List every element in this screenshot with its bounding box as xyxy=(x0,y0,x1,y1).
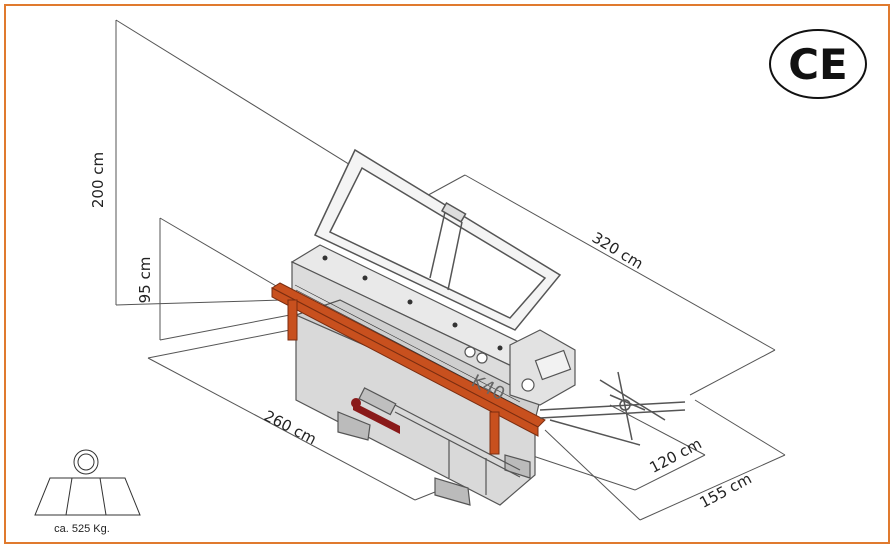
feed-chain xyxy=(294,284,521,408)
edgebander-machine: K40 xyxy=(270,148,686,506)
ce-oval xyxy=(769,29,867,99)
dimension-label-height-table: 95 cm xyxy=(136,257,154,304)
weight-indicator: ca. 525 Kg. xyxy=(18,442,152,540)
orange-feed-beam xyxy=(270,282,546,455)
dimension-label-depth-total: 155 cm xyxy=(697,469,755,511)
control-knobs xyxy=(322,255,503,351)
dimension-label-length-total: 320 cm xyxy=(589,229,646,273)
support-arm xyxy=(539,371,686,446)
dimension-label-length-machine: 260 cm xyxy=(261,407,319,449)
dimension-label-height-total: 200 cm xyxy=(89,152,107,208)
brand-plate xyxy=(351,398,400,434)
dimension-label-depth-machine: 120 cm xyxy=(647,434,705,476)
weight-icon xyxy=(34,449,141,516)
machine-hood xyxy=(314,148,562,331)
page-border xyxy=(4,4,890,544)
weight-label: ca. 525 Kg. xyxy=(54,523,110,535)
ce-mark: CE xyxy=(769,29,867,99)
ce-text: CE xyxy=(788,40,848,89)
